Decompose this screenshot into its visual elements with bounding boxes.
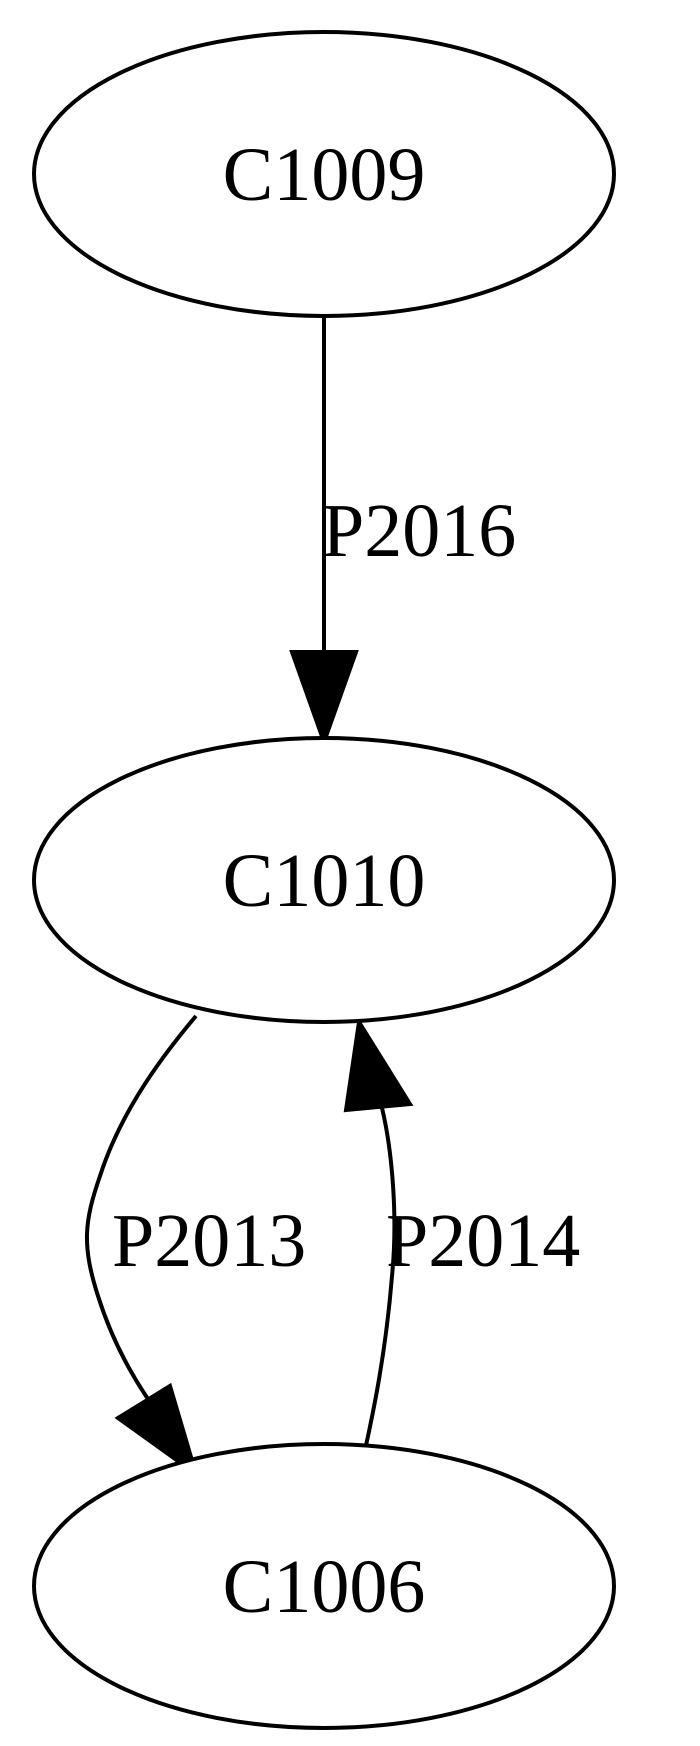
node-c1010-ellipse — [32, 736, 616, 1024]
edge-label-p2016: P2016 — [322, 489, 516, 573]
edge-arrowhead-p2016 — [289, 650, 359, 748]
node-c1006: C1006 — [32, 1442, 616, 1730]
edge-line-p2013 — [85, 1014, 198, 1404]
node-c1006-label: C1006 — [223, 1545, 426, 1629]
node-c1006-ellipse — [32, 1442, 616, 1730]
node-c1009-label: C1009 — [223, 133, 426, 217]
edge-c1009-to-c1010: P2016 — [289, 316, 516, 748]
edge-arrowhead-p2013 — [114, 1382, 200, 1480]
node-c1009: C1009 — [32, 30, 616, 318]
node-c1010-label: C1010 — [223, 839, 426, 923]
node-c1009-ellipse — [32, 30, 616, 318]
edge-c1010-to-c1006: P2013 — [85, 1014, 306, 1480]
edge-label-p2014: P2014 — [386, 1199, 580, 1283]
edge-c1006-to-c1010: P2014 — [343, 1016, 580, 1473]
node-c1010: C1010 — [32, 736, 616, 1024]
edge-arrowhead-p2014 — [343, 1016, 414, 1113]
edge-label-p2013: P2013 — [112, 1199, 306, 1283]
edge-line-p2014 — [358, 1107, 397, 1473]
